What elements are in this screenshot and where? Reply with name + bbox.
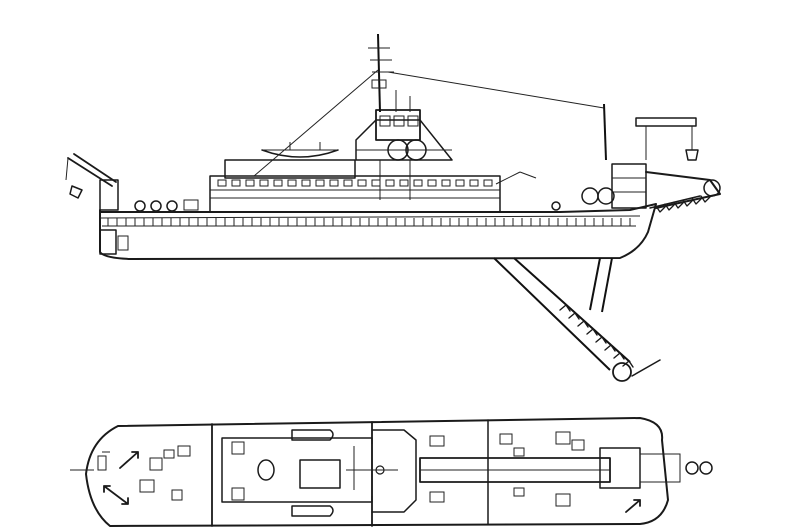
window xyxy=(217,179,227,187)
bucket xyxy=(577,320,589,328)
deck-plan-view xyxy=(70,417,713,527)
window xyxy=(273,179,283,187)
arrow-icon xyxy=(119,451,139,469)
bulwark-stanchions xyxy=(107,218,631,226)
superstructure-windows xyxy=(217,179,493,187)
window xyxy=(441,179,451,187)
bow-ladder-buckets xyxy=(655,195,711,213)
window xyxy=(329,179,339,187)
bucket xyxy=(568,312,580,320)
stern-crane xyxy=(65,153,119,211)
window xyxy=(455,179,465,187)
window xyxy=(343,179,353,187)
forward-mast-crane xyxy=(495,103,699,185)
digging-ladder xyxy=(493,257,661,382)
double-arrow-icon xyxy=(103,485,129,505)
hull xyxy=(99,203,657,260)
bucket xyxy=(691,197,702,205)
ladder-buckets xyxy=(559,304,634,368)
window xyxy=(245,179,255,187)
bucket xyxy=(673,201,684,209)
window xyxy=(357,179,367,187)
window xyxy=(301,179,311,187)
bucket xyxy=(586,328,598,336)
window xyxy=(399,179,409,187)
window xyxy=(427,179,437,187)
bucket xyxy=(595,336,607,344)
bucket xyxy=(682,199,693,207)
bow-arrow-icon xyxy=(625,499,641,513)
bucket xyxy=(559,304,571,312)
window xyxy=(385,179,395,187)
window xyxy=(483,179,493,187)
aft-deck-winches xyxy=(134,199,199,212)
deck-plan-hull-outline xyxy=(85,417,669,527)
bucket xyxy=(613,352,625,360)
bow-bucket-ladder xyxy=(645,171,721,213)
bow-machinery xyxy=(551,163,647,211)
window xyxy=(413,179,423,187)
superstructure xyxy=(209,142,501,213)
bucket xyxy=(604,344,616,352)
main-mast xyxy=(253,33,605,177)
window xyxy=(371,179,381,187)
bucket xyxy=(664,203,675,211)
bucket xyxy=(700,195,711,203)
side-elevation-view xyxy=(65,33,721,382)
window xyxy=(259,179,269,187)
bridge-tower xyxy=(355,109,453,200)
window xyxy=(287,179,297,187)
window xyxy=(469,179,479,187)
window xyxy=(315,179,325,187)
bucket xyxy=(655,205,666,213)
window xyxy=(231,179,241,187)
